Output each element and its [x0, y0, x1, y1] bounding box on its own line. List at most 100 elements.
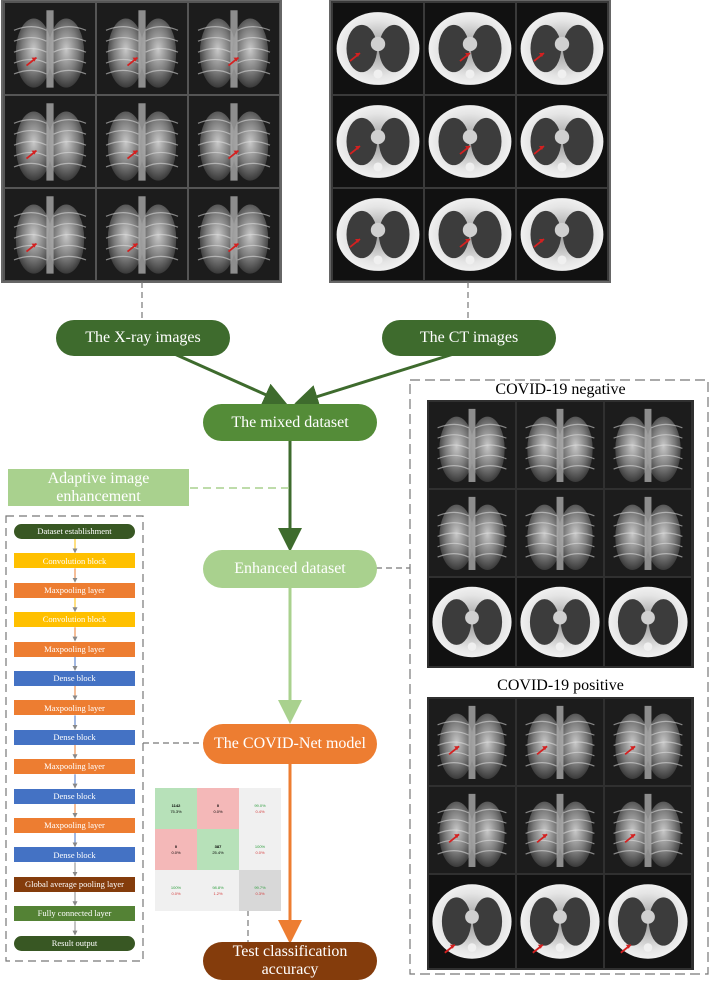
ct-images-label: The CT images — [419, 329, 519, 346]
negative-xray-1 — [429, 402, 515, 488]
ct-tile-8 — [425, 189, 515, 280]
matrix-cell-percent: 0.0% — [213, 808, 223, 814]
matrix-cell-value: 100% — [170, 884, 182, 890]
negative-xray-6 — [605, 490, 691, 576]
negative-xray-5 — [517, 490, 603, 576]
matrix-cell-7: 100%0.0% — [155, 870, 197, 911]
ct-images-node: The CT images — [382, 320, 556, 356]
arrow-ct-to-mixed — [294, 350, 461, 409]
xray-tile-2 — [97, 3, 187, 94]
matrix-cell-percent: 0.3% — [255, 890, 265, 896]
matrix-cell-9: 99.7%0.3% — [239, 870, 281, 911]
positive-image-grid — [429, 699, 691, 968]
enhancement-label-line2: enhancement — [56, 487, 141, 505]
negative-xray-4 — [429, 490, 515, 576]
negative-ct-1 — [429, 578, 515, 666]
ct-tile-7 — [333, 189, 423, 280]
flow-block-7: Maxpooling layer — [14, 700, 135, 716]
covid-net-model-label: The COVID-Net model — [214, 735, 366, 752]
matrix-cell-8: 98.8%1.2% — [197, 870, 239, 911]
architecture-frame — [5, 515, 144, 962]
flow-block-1: Dataset establishment — [14, 524, 135, 539]
xray-tile-7 — [5, 189, 95, 280]
positive-ct-2 — [517, 875, 603, 968]
ct-tile-6 — [517, 96, 607, 187]
negative-label: COVID-19 negative — [495, 381, 626, 398]
xray-tile-4 — [5, 96, 95, 187]
matrix-cell-percent: 25.4% — [212, 849, 224, 855]
ct-tile-2 — [425, 3, 515, 94]
positive-xray-1 — [429, 699, 515, 785]
adaptive-enhancement-node: Adaptive image enhancement — [8, 469, 189, 506]
matrix-cell-value: 0 — [174, 843, 178, 849]
flow-block-6: Dense block — [14, 671, 135, 686]
xray-tile-3 — [189, 3, 279, 94]
negative-ct-3 — [605, 578, 691, 666]
mixed-dataset-node: The mixed dataset — [203, 404, 377, 441]
positive-xray-5 — [517, 787, 603, 873]
ct-tile-9 — [517, 189, 607, 280]
flow-block-4: Convolution block — [14, 612, 135, 628]
flow-block-5: Maxpooling layer — [14, 641, 135, 657]
flow-block-3: Maxpooling layer — [14, 582, 135, 598]
positive-ct-3 — [605, 875, 691, 968]
ct-tile-3 — [517, 3, 607, 94]
negative-xray-3 — [605, 402, 691, 488]
test-accuracy-line2: accuracy — [261, 961, 319, 978]
positive-xray-3 — [605, 699, 691, 785]
xray-tile-9 — [189, 189, 279, 280]
flow-block-2: Convolution block — [14, 553, 135, 569]
xray-tile-6 — [189, 96, 279, 187]
test-accuracy-line1: Test classification — [232, 943, 348, 961]
negative-image-grid — [429, 402, 691, 666]
matrix-cell-percent: 0.0% — [171, 849, 181, 855]
matrix-cell-percent: 0.0% — [171, 890, 181, 896]
matrix-cell-percent: 1.2% — [213, 890, 223, 896]
flow-block-14: Fully connected layer — [14, 906, 135, 922]
matrix-cell-3: 99.0%0.4% — [239, 788, 281, 829]
xray-image-grid — [5, 3, 279, 280]
matrix-cell-percent: 75.3% — [170, 808, 182, 814]
flow-block-8: Dense block — [14, 729, 135, 745]
enhancement-label-line1: Adaptive image — [47, 469, 150, 487]
enhanced-dataset-label: Enhanced dataset — [234, 560, 346, 577]
matrix-cell-percent: 0.0% — [255, 849, 265, 855]
ct-image-grid — [333, 3, 607, 280]
xray-tile-8 — [97, 189, 187, 280]
ct-tile-1 — [333, 3, 423, 94]
xray-images-node: The X-ray images — [56, 320, 230, 356]
matrix-cell-value: 1142 — [171, 802, 181, 808]
positive-xray-6 — [605, 787, 691, 873]
arrow-xray-to-mixed — [169, 350, 288, 406]
matrix-cell-value: 99.7% — [254, 884, 266, 890]
negative-xray-2 — [517, 402, 603, 488]
xray-images-label: The X-ray images — [85, 329, 201, 346]
flow-block-13: Global average pooling layer — [14, 876, 135, 892]
enhanced-dataset-node: Enhanced dataset — [203, 550, 377, 588]
positive-ct-1 — [429, 875, 515, 968]
ct-tile-4 — [333, 96, 423, 187]
positive-label: COVID-19 positive — [497, 677, 624, 694]
matrix-cell-value: 100% — [254, 843, 266, 849]
matrix-cell-6: 100%0.0% — [239, 829, 281, 870]
matrix-cell-value: 387 — [214, 843, 222, 849]
test-accuracy-node: Test classification accuracy — [203, 942, 377, 980]
covid-net-model-node: The COVID-Net model — [203, 724, 377, 764]
positive-xray-4 — [429, 787, 515, 873]
flow-block-9: Maxpooling layer — [14, 759, 135, 775]
ct-tile-5 — [425, 96, 515, 187]
flow-block-10: Dense block — [14, 788, 135, 804]
xray-tile-5 — [97, 96, 187, 187]
matrix-cell-value: 0 — [216, 802, 220, 808]
flow-block-11: Maxpooling layer — [14, 818, 135, 833]
samples-frame — [409, 379, 709, 975]
positive-xray-2 — [517, 699, 603, 785]
flow-block-12: Dense block — [14, 847, 135, 863]
xray-tile-1 — [5, 3, 95, 94]
